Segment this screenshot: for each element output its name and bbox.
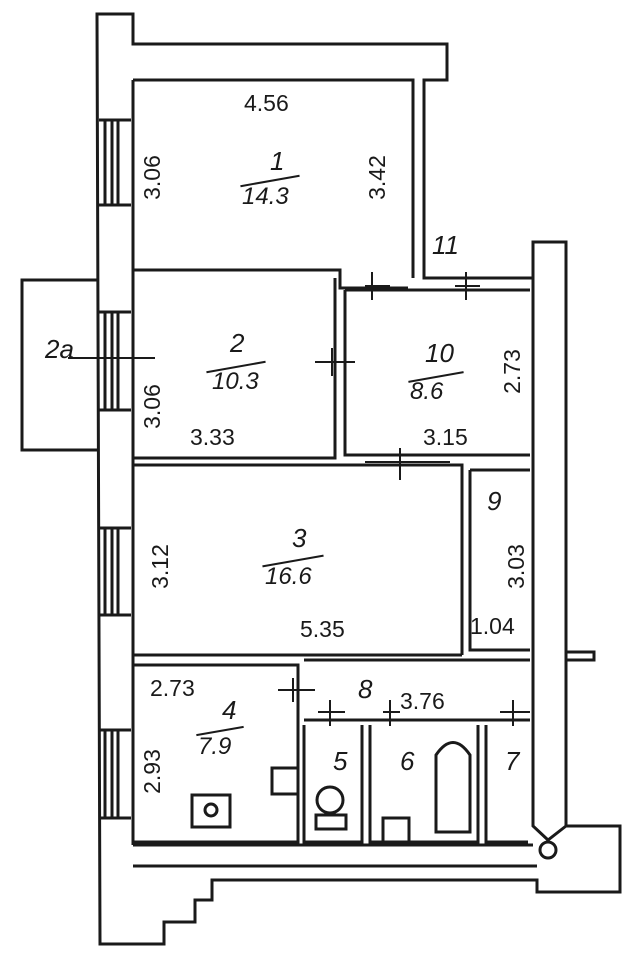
room-1-number: 1	[270, 146, 285, 176]
room-1-height-right: 3.42	[363, 155, 390, 200]
wall-10-3	[343, 290, 530, 457]
wall-7	[484, 725, 528, 844]
wall-3-4	[133, 463, 464, 655]
room-2-height: 3.06	[138, 384, 165, 429]
wall-2-3	[133, 278, 337, 460]
stove-burner	[203, 802, 219, 818]
east-stub	[566, 650, 596, 662]
wall-9	[468, 468, 530, 652]
room-10-width: 3.15	[423, 424, 468, 450]
room-8-number: 8	[358, 674, 373, 704]
riser-pipe	[538, 840, 558, 860]
room-2-number: 2	[230, 328, 245, 358]
door-ticks	[278, 272, 530, 726]
wall-5	[302, 725, 364, 844]
room-5-number: 5	[333, 746, 348, 776]
room-9-height: 3.03	[502, 544, 529, 589]
room-2-width: 3.33	[190, 424, 235, 450]
room-1-width: 4.56	[244, 90, 289, 116]
room-11-number: 11	[432, 230, 459, 260]
sink-6	[381, 816, 411, 844]
outer-wall	[95, 12, 622, 946]
room-4-height: 2.93	[138, 749, 165, 794]
room-10-height: 2.73	[498, 349, 525, 394]
wall-6	[368, 725, 480, 844]
stove	[190, 793, 232, 829]
room-3-height: 3.12	[146, 544, 173, 589]
toilet-bowl	[315, 785, 345, 815]
room-3-area: 16.6	[265, 563, 312, 590]
room-4-number: 4	[222, 695, 237, 725]
sink-4	[270, 766, 300, 796]
room-2a-number: 2a	[45, 334, 74, 364]
bay-2a	[20, 278, 97, 452]
room-1-height-left: 3.06	[138, 155, 165, 200]
room-10-number: 10	[425, 338, 454, 368]
room-1-area: 14.3	[242, 183, 289, 210]
room-8-length: 3.76	[400, 688, 445, 714]
room-9-width: 1.04	[470, 613, 515, 639]
window-3	[99, 526, 131, 617]
east-column	[531, 278, 567, 842]
inner-wall-line	[133, 78, 415, 278]
room-3-width: 5.35	[300, 616, 345, 642]
room-3-number: 3	[292, 523, 307, 553]
window-4	[99, 728, 131, 820]
room-4-width: 2.73	[150, 675, 195, 701]
wall-1-2	[133, 268, 408, 290]
room-10-area: 8.6	[410, 378, 444, 405]
window-2	[99, 310, 131, 412]
window-1	[99, 118, 131, 207]
room-7-number: 7	[505, 746, 520, 776]
room-2-area: 10.3	[212, 368, 259, 395]
wall-4	[133, 663, 300, 844]
bathtub	[434, 741, 472, 834]
room-6-number: 6	[400, 746, 415, 776]
room-4-area: 7.9	[198, 733, 232, 760]
toilet-tank	[314, 813, 348, 831]
room-9-number: 9	[487, 486, 502, 516]
